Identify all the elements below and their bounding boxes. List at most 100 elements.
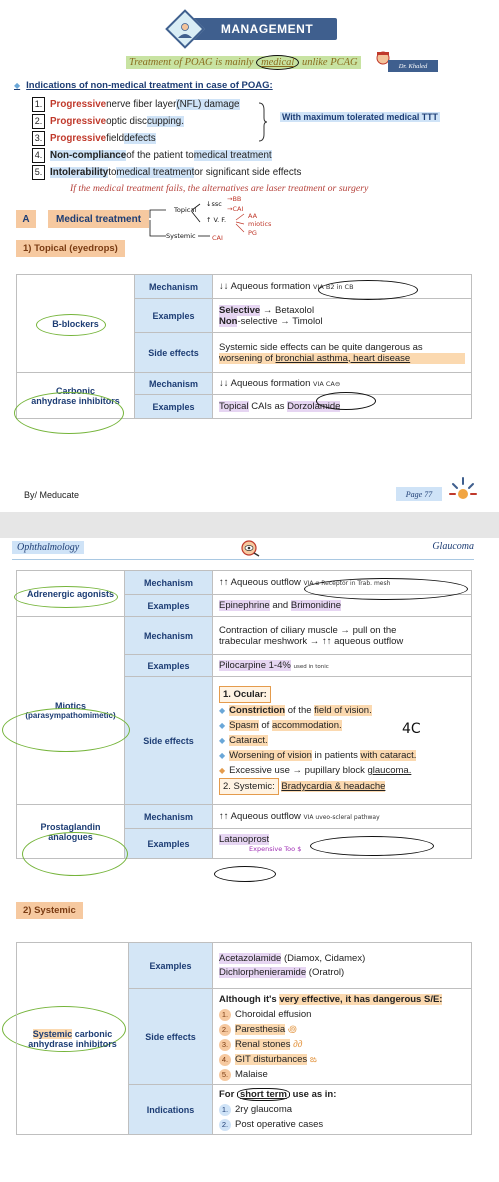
ocular-a: Constriction bbox=[229, 705, 286, 716]
key-examples: Examples bbox=[124, 594, 213, 617]
indication-hl: cupping. bbox=[146, 116, 184, 127]
indication-3: 3. Progressive field defects bbox=[32, 130, 301, 147]
ocular-a: Worsening of vision bbox=[229, 750, 312, 761]
indication-4: 4. Non-compliance of the patient to medi… bbox=[32, 147, 301, 164]
indication-number: 5. bbox=[32, 165, 45, 180]
bb-side-effects: Systemic side effects can be quite dange… bbox=[212, 332, 472, 373]
key-examples: Examples bbox=[124, 654, 213, 677]
drug-name-line-2: anhydrase inhibitors bbox=[28, 1038, 117, 1049]
section-letter: A bbox=[16, 210, 36, 228]
ocular-a: Spasm bbox=[229, 720, 259, 731]
key-examples: Examples bbox=[134, 298, 213, 333]
se-pre: worsening of bbox=[219, 352, 276, 364]
se-hl: very effective, it has dangerous S/E: bbox=[279, 993, 443, 1005]
table-row: Systemic carbonic anhydrase inhibitors E… bbox=[16, 942, 472, 1135]
name-rest: carbonic bbox=[72, 1028, 113, 1039]
name-hl: Systemic bbox=[32, 1028, 73, 1039]
indication-number: 1. bbox=[32, 97, 45, 112]
bb-example-1: Selective → Betaxolol bbox=[219, 304, 465, 316]
indication-hl: medical treatment bbox=[193, 150, 272, 161]
black-circle-annotation bbox=[310, 836, 434, 856]
scai-example-2: Dichlorphenieramide (Oratrol) bbox=[219, 966, 465, 980]
se-text: Malaise bbox=[235, 1068, 268, 1080]
se-item: 5. Malaise bbox=[219, 1067, 465, 1082]
ex-hl: Latanoprost bbox=[219, 834, 270, 845]
section-label: Medical treatment bbox=[48, 210, 150, 228]
header-topic: Glaucoma bbox=[432, 541, 474, 552]
ex-rest: → Betaxolol bbox=[260, 304, 315, 316]
ex-hl: Pilocarpine 1-4% bbox=[219, 660, 291, 671]
sun-decoration-icon bbox=[449, 477, 477, 499]
hand-bb: →BB bbox=[227, 195, 242, 203]
systemic-header: 2) Systemic bbox=[16, 902, 83, 919]
hand-doodle-icon: ఙ bbox=[309, 1053, 317, 1065]
ex-rest: (Diamox, Cidamex) bbox=[281, 952, 366, 964]
bb-se-line-1: Systemic side effects can be quite dange… bbox=[219, 341, 423, 353]
indication-number: 2. bbox=[32, 114, 45, 129]
table-row: Side effects Although it's very effectiv… bbox=[17, 988, 472, 1085]
management-banner: MANAGEMENT bbox=[165, 9, 337, 49]
ocular-item: ◆Spasm of accommodation. bbox=[219, 718, 465, 733]
green-circle-annotation bbox=[14, 586, 118, 608]
right-brace-icon bbox=[258, 102, 268, 142]
green-circle-annotation bbox=[36, 314, 106, 336]
indications-title-text: Indications of non-medical treatment in … bbox=[26, 80, 273, 91]
mio-mechanism: Contraction of ciliary muscle → pull on … bbox=[212, 616, 472, 655]
se-item: 2.Paresthesia ꩜ bbox=[219, 1022, 465, 1037]
ex-bold: Non bbox=[219, 315, 238, 327]
green-circle-annotation bbox=[2, 708, 130, 752]
bb-examples: Selective → Betaxolol Non-selective → Ti… bbox=[212, 298, 472, 333]
bb-example-2: Non-selective → Timolol bbox=[219, 315, 465, 327]
ind-number: 2. bbox=[219, 1119, 231, 1131]
key-mechanism: Mechanism bbox=[134, 372, 213, 395]
ex-rest: (Oratrol) bbox=[306, 966, 345, 978]
pg-mechanism-hand: VIA uveo-scleral pathway bbox=[303, 814, 380, 821]
se-number: 3. bbox=[219, 1038, 231, 1051]
ocular-b: of bbox=[258, 720, 272, 731]
mio-examples: Pilocarpine 1-4% used in tonic bbox=[212, 654, 472, 677]
ex-hl: Acetazolamide bbox=[219, 952, 282, 964]
ocular-a: Cataract. bbox=[229, 735, 268, 746]
headline-pre: Treatment of POAG is mainly bbox=[129, 57, 257, 68]
se-pre: Although it's bbox=[219, 993, 280, 1005]
hand-ssc: ↓ssc bbox=[206, 200, 222, 208]
table-row: Miotics (parasympathomimetic) Mechanism … bbox=[16, 616, 472, 805]
indication-tail: or significant side effects bbox=[194, 167, 302, 178]
key-side-effects: Side effects bbox=[134, 332, 213, 373]
footer-page-number: Page 77 bbox=[396, 487, 442, 501]
hand-4c: 4C bbox=[402, 721, 421, 737]
se-item: 4.GIT disturbances ఙ bbox=[219, 1052, 465, 1067]
hand-doodle-icon: ꩜ bbox=[287, 1023, 297, 1035]
ind-intro: For short term use as in: bbox=[219, 1087, 465, 1102]
pg-example-hand: Expensive Too $ bbox=[249, 845, 302, 853]
ind-text: Post operative cases bbox=[235, 1119, 324, 1130]
pg-mechanism-text: ↑↑ Aqueous outflow bbox=[219, 811, 301, 822]
hand-cai-1: →CAI bbox=[227, 205, 244, 213]
scai-side-effects: Although it's very effective, it has dan… bbox=[212, 988, 472, 1085]
hand-systemic: Systemic bbox=[166, 232, 196, 240]
ex-mid: and bbox=[269, 600, 291, 611]
hand-uf: ↑ V. F. bbox=[206, 216, 227, 224]
page-header: Ophthalmology Glaucoma bbox=[12, 538, 474, 560]
mio-side-effects: 1. Ocular: ◆Constriction of the field of… bbox=[212, 676, 472, 805]
indication-2: 2. Progressive optic disc cupping. bbox=[32, 113, 301, 130]
page-separator bbox=[0, 512, 499, 538]
author-badge: Dr. Khaled bbox=[388, 60, 438, 72]
se-text: GIT disturbances bbox=[235, 1053, 308, 1065]
ex-rest: -selective → Timolol bbox=[237, 315, 323, 327]
scai-indications: For short term use as in: 1.2ry glaucoma… bbox=[212, 1084, 472, 1135]
drug-name-line-1: Miotics bbox=[54, 701, 86, 711]
page-78: Ophthalmology Glaucoma Adrenergic agonis… bbox=[0, 538, 499, 1182]
ind-number: 1. bbox=[219, 1104, 231, 1116]
bullet-icon: ◆ bbox=[219, 766, 226, 775]
scai-se-intro: Although it's very effective, it has dan… bbox=[219, 992, 465, 1007]
systemic-item: 2. Systemic: Bradycardia & headache bbox=[219, 778, 465, 795]
section-a: A Medical treatment bbox=[16, 210, 150, 228]
se-number: 5. bbox=[219, 1068, 231, 1081]
diamond-bullet-icon: ◆ bbox=[14, 81, 21, 90]
bullet-icon: ◆ bbox=[219, 721, 226, 730]
indication-text: nerve fiber layer bbox=[106, 99, 177, 110]
ocular-c: with cataract. bbox=[360, 750, 417, 761]
green-circle-annotation bbox=[14, 392, 124, 434]
indications-title: ◆ Indications of non-medical treatment in… bbox=[14, 80, 273, 91]
